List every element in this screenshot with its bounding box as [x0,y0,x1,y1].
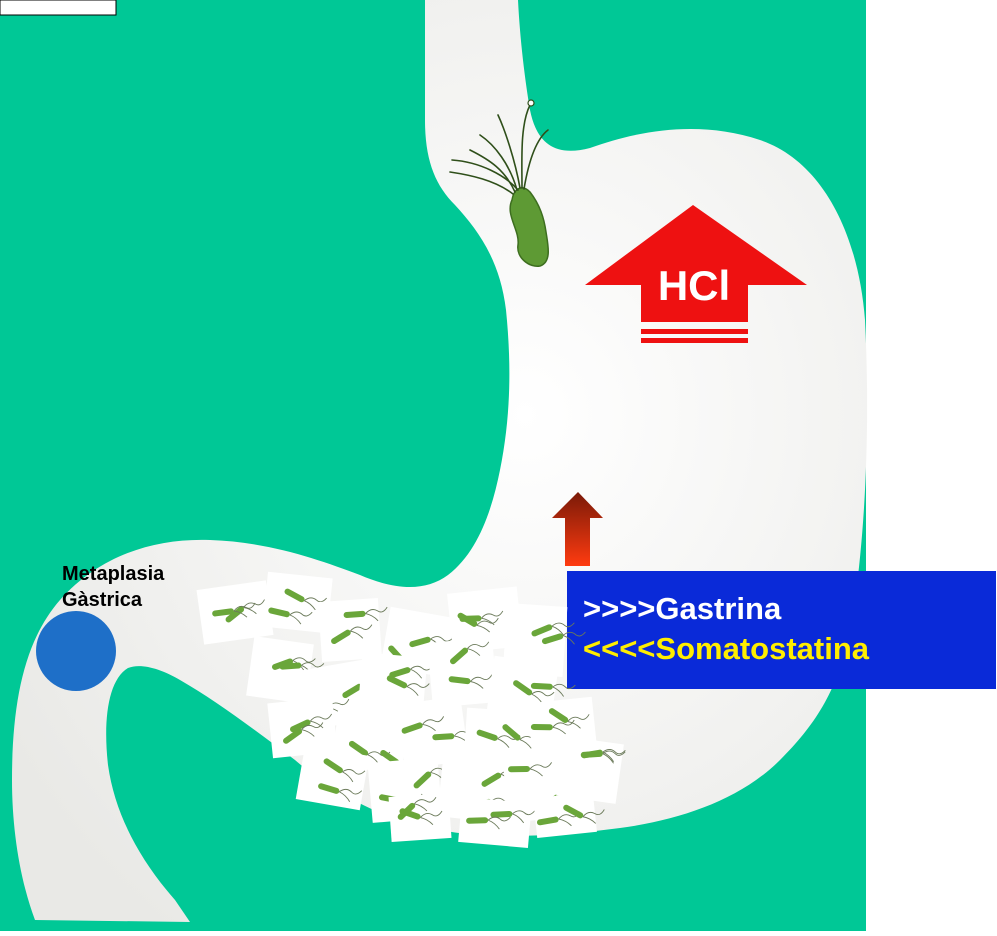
metaplasia-label-line1: Metaplasia [62,561,164,587]
hormone-info-box: >>>>Gastrina <<<<Somatostatina [567,571,996,689]
metaplasia-label-line2: Gàstrica [62,587,164,613]
metaplasia-label: Metaplasia Gàstrica [62,561,164,613]
gastrina-text: >>>>Gastrina [583,589,996,629]
hcl-label: HCl [645,262,743,310]
corner-box [0,0,116,15]
metaplasia-patch [36,611,116,691]
somatostatina-text: <<<<Somatostatina [583,629,996,669]
